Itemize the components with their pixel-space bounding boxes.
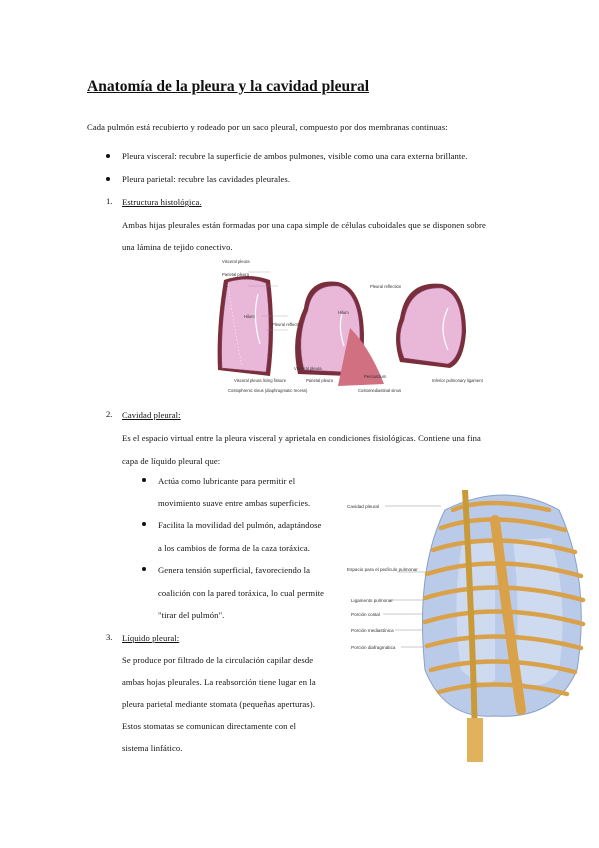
- section-2-line-1: Es el espacio virtual entre la pleura vi…: [122, 433, 481, 443]
- label-costomediastinal: Costomediastinal sinus: [358, 388, 401, 393]
- section-1-line-1: Ambas hijas pleurales están formadas por…: [122, 220, 486, 230]
- bullet-dot: [142, 478, 146, 482]
- cavity-item-3-line-2: coalición con la pared toráxica, lo cual…: [158, 588, 325, 598]
- section-1-number: 1.: [106, 196, 113, 206]
- pleura-diagram-figure: Visceral pleura Parietal pleura Hilum Pl…: [217, 259, 484, 393]
- label-hilum-2: Hilum: [338, 310, 349, 315]
- label-hilum: Hilum: [244, 314, 255, 319]
- cavity-item-1-line-2: movimiento suave entre ambas superficies…: [158, 498, 311, 508]
- label-costophrenic: Costophrenic sinus (diaphragmatic recess…: [228, 388, 308, 393]
- section-2-line-2: capa de líquido pleural que:: [122, 456, 221, 466]
- section-1-heading: Estructura histológica.: [122, 197, 202, 207]
- section-3-line-2: ambas hojas pleurales. La reabsorción ti…: [122, 677, 316, 687]
- label-cavidad-pleural: Cavidad pleural: [347, 504, 379, 509]
- label-espacio-pediculo: Espacio para el pedículo pulmonar: [347, 567, 418, 572]
- label-ligamento-pulmonar: Ligamento pulmonar: [351, 598, 393, 603]
- bullet-dot: [106, 177, 110, 181]
- cavity-item-2-line-1: Facilita la movilidad del pulmón, adaptá…: [158, 520, 322, 530]
- label-visceral-pleura: Visceral pleura: [222, 259, 250, 264]
- label-parietal-pleura: Parietal pleura: [222, 272, 250, 277]
- label-porcion-diafragmatica: Porción diafragmática: [351, 645, 396, 650]
- cavity-item-3-line-1: Genera tensión superficial, favoreciendo…: [158, 565, 310, 575]
- cavity-item-3-line-3: "tirar del pulmón".: [158, 610, 225, 620]
- section-2-heading: Cavidad pleural:: [122, 410, 181, 420]
- bullet-parietal: Pleura parietal: recubre las cavidades p…: [122, 174, 291, 184]
- label-pleural-reflection-2: Pleural reflection: [370, 284, 402, 289]
- label-pleural-reflection: Pleural reflection: [272, 322, 304, 327]
- bullet-visceral: Pleura visceral: recubre la superficie d…: [122, 151, 468, 161]
- diagram-panel-2: Hilum Pleural reflection Visceral pleura…: [294, 281, 402, 393]
- thorax-illustration: Cavidad pleural Espacio para el pedículo…: [347, 489, 586, 763]
- section-3-heading: Líquido pleural:: [122, 633, 180, 643]
- bullet-dot: [106, 154, 110, 158]
- intro-paragraph: Cada pulmón está recubierto y rodeado po…: [87, 122, 448, 132]
- bullet-dot: [142, 522, 146, 526]
- diagram-panel-1: Visceral pleura Parietal pleura Hilum Pl…: [217, 259, 308, 393]
- section-3-number: 3.: [106, 632, 113, 642]
- bullet-dot: [142, 567, 146, 571]
- section-3-line-4: Estos stomatas se comunican directamente…: [122, 721, 297, 731]
- label-porcion-mediastinica: Porción mediastínica: [351, 628, 394, 633]
- rib-cage: [422, 489, 586, 763]
- section-1-line-2: una lámina de tejido conectivo.: [122, 242, 233, 252]
- page-title: Anatomía de la pleura y la cavidad pleur…: [87, 78, 370, 95]
- label-inferior-ligament: Inferior pulmonary ligament: [432, 378, 484, 383]
- section-3-line-3: pleura parietal mediante stomata (pequeñ…: [122, 699, 315, 709]
- section-3-line-1: Se produce por filtrado de la circulació…: [122, 655, 314, 665]
- label-visceral-lining: Visceral pleura lining fissure: [234, 378, 287, 383]
- section-2-number: 2.: [106, 409, 113, 419]
- section-3-line-5: sistema linfático.: [122, 743, 183, 753]
- label-pericardium: Pericardium: [364, 374, 387, 379]
- label-parietal-2: Parietal pleura: [306, 378, 334, 383]
- label-porcion-costal: Porción costal: [351, 612, 380, 617]
- cavity-item-2-line-2: a los cambios de forma de la caza toráxi…: [158, 543, 310, 553]
- cavity-item-1-line-1: Actúa como lubricante para permitir el: [158, 476, 296, 486]
- label-visceral-2: Visceral pleura: [294, 366, 322, 371]
- diagram-panel-3: Inferior pulmonary ligament: [396, 283, 484, 383]
